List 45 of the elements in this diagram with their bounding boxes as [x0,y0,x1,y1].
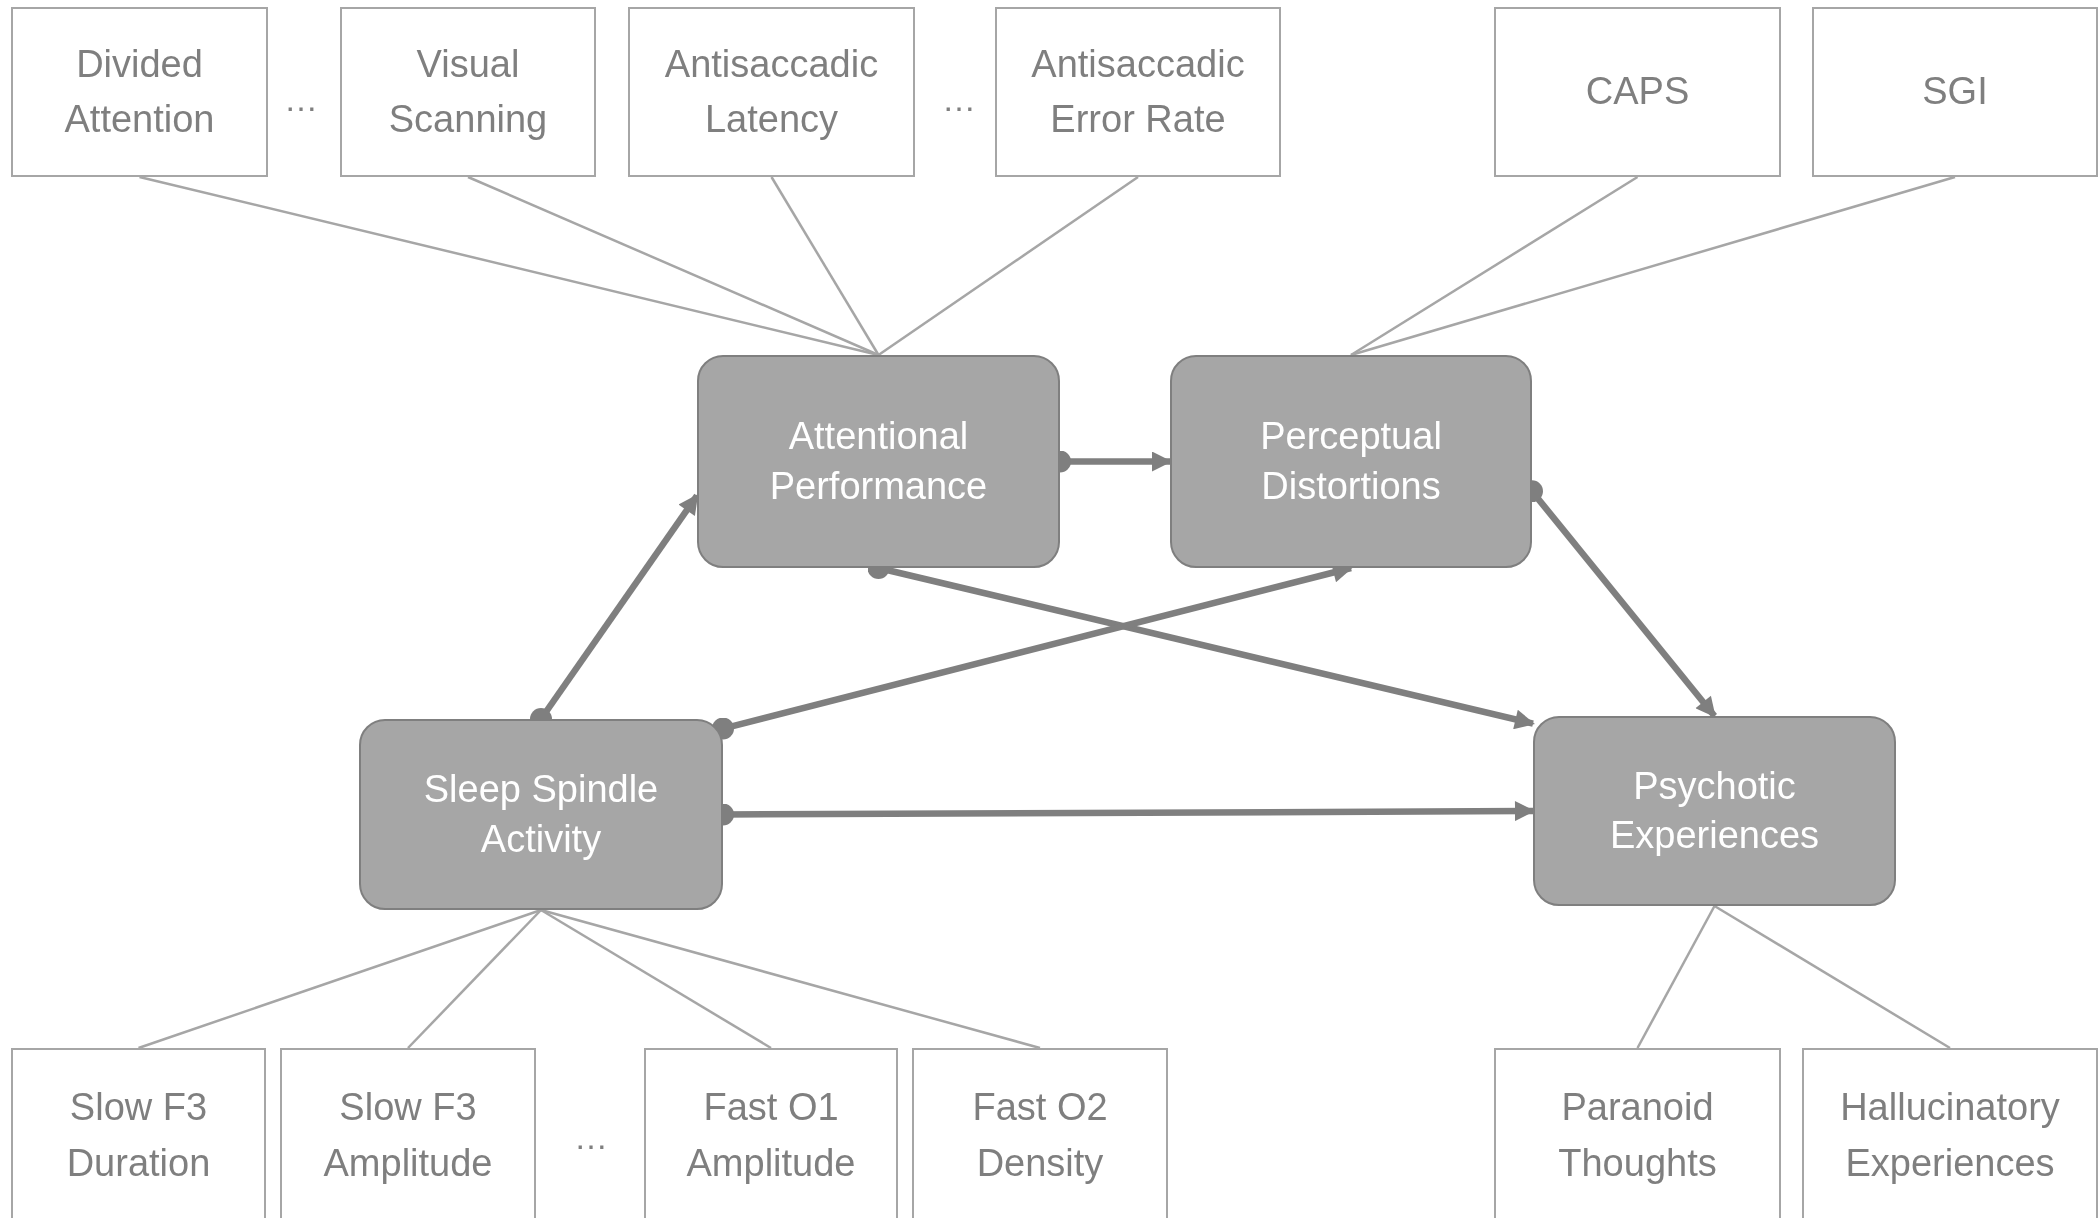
node-text: Antisaccadic Latency [663,41,880,142]
node-text: Fast O1 Amplitude [685,1085,857,1186]
connector-line [770,176,880,356]
indicator-box [995,7,1281,177]
connector-line [1350,175,1956,357]
node-text: Slow F3 Amplitude [322,1085,494,1186]
indicator-box [628,7,915,177]
connector-line [138,908,542,1050]
indicator-box [1494,7,1781,177]
indicator-box [912,1048,1168,1218]
connector-line [1350,175,1639,357]
node-text: Sleep Spindle Activity [422,767,660,862]
node-text: Visual Scanning [387,41,549,142]
node-text: Psychotic Experiences [1608,763,1821,858]
node-text: Perceptual Distortions [1259,414,1443,509]
node-text: Slow F3 Duration [65,1085,212,1186]
connector-line [540,908,1041,1050]
latent-variable-box [697,355,1060,568]
connector-line [1713,904,1951,1050]
indicator-box [11,1048,266,1218]
node-text: Fast O2 Density [971,1085,1109,1186]
connector-line [1636,905,1716,1049]
node-text: SGI [1921,69,1989,115]
connector-line [540,908,772,1050]
ellipsis-text: … [284,80,318,119]
connector-line [407,909,542,1049]
latent-variable-box [1170,355,1532,568]
indicator-box [644,1048,898,1218]
node-text: Antisaccadic Error Rate [1030,41,1246,142]
indicator-box [280,1048,536,1218]
indicator-box [1812,7,2098,177]
node-text: Paranoid Thoughts [1557,1085,1718,1186]
latent-variable-box [359,719,723,910]
connector-line [877,175,1139,357]
node-text: Divided Attention [63,41,216,142]
indicator-box [1802,1048,2098,1218]
indicator-box [11,7,268,177]
indicator-box [1494,1048,1781,1218]
indicator-box [340,7,596,177]
ellipsis-text: … [942,80,976,119]
node-text: Hallucinatory Experiences [1839,1085,2061,1186]
latent-variable-box [1533,716,1896,906]
node-text: CAPS [1584,69,1691,115]
ellipsis-text: … [574,1118,608,1157]
node-text: Attentional Performance [768,414,989,509]
